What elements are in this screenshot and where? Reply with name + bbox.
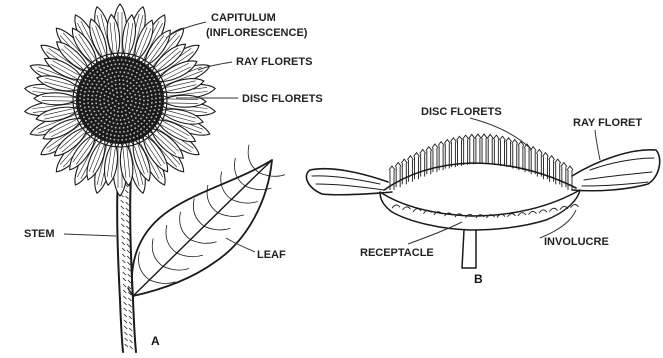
panel-label-b: B [474, 272, 483, 286]
label-ray-floret-b: RAY FLORET [573, 117, 642, 129]
panel-label-a: A [151, 334, 160, 348]
receptacle-shape [380, 190, 580, 230]
label-inflorescence: (INFLORESCENCE) [206, 27, 308, 39]
ray-floret-left [306, 169, 392, 195]
label-disc-florets: DISC FLORETS [242, 93, 323, 105]
label-leaf: LEAF [257, 249, 286, 261]
peduncle-shape [462, 230, 476, 268]
label-ray-florets: RAY FLORETS [236, 56, 312, 68]
capitulum-section: DISC FLORETS RAY FLORET RECEPTACLE INVOL… [306, 106, 659, 286]
disc-florets-center [76, 56, 164, 144]
disc-florets-section [389, 134, 573, 190]
label-capitulum: CAPITULUM [211, 12, 276, 24]
label-receptacle: RECEPTACLE [360, 247, 434, 259]
capitulum-head [24, 4, 216, 196]
label-stem: STEM [24, 228, 55, 240]
label-disc-florets-b: DISC FLORETS [421, 106, 502, 118]
label-involucre: INVOLUCRE [544, 236, 609, 248]
leader-lines-b [408, 118, 600, 244]
sunflower-plant: CAPITULUM (INFLORESCENCE) RAY FLORETS DI… [24, 4, 323, 352]
